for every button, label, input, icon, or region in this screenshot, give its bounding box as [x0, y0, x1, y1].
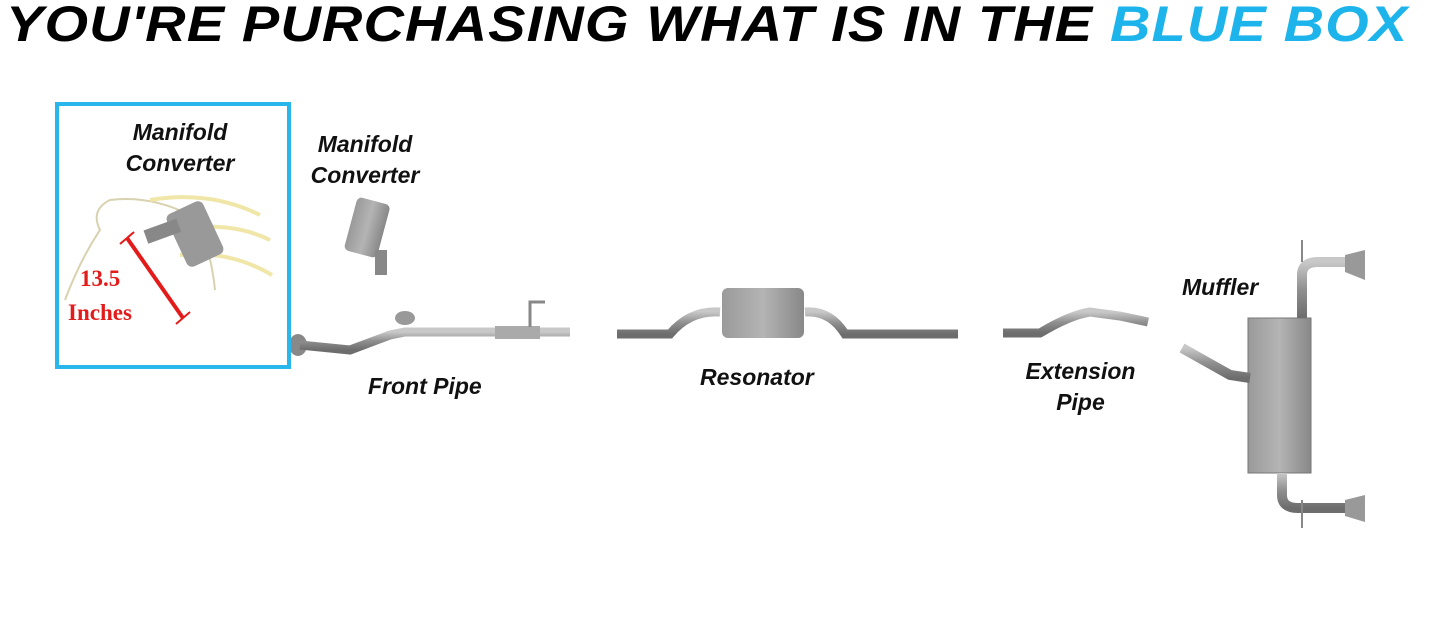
label-line: Manifold: [317, 131, 413, 157]
title-text: YOU'RE PURCHASING WHAT IS IN THE: [6, 0, 1094, 52]
part-label-extension-pipe: Extension Pipe: [1008, 356, 1153, 418]
extension-pipe-image: [1003, 307, 1149, 338]
selected-converter-image: [64, 195, 274, 325]
label-line: Extension: [1025, 358, 1136, 384]
part-label-front-pipe: Front Pipe: [368, 373, 482, 399]
selected-part-box: [55, 102, 291, 369]
measurement-unit: Inches: [68, 300, 132, 325]
label-line: Manifold: [132, 119, 228, 145]
label-line: Converter: [125, 150, 235, 176]
manifold-converter-image: [344, 197, 390, 275]
label-line: Converter: [310, 162, 420, 188]
label-line: Pipe: [1056, 389, 1105, 415]
part-label-resonator: Resonator: [700, 364, 814, 390]
part-label-muffler: Muffler: [1182, 274, 1259, 300]
front-pipe-image: [289, 300, 570, 356]
part-label-manifold-converter: Manifold Converter: [295, 129, 435, 191]
selected-part-label: Manifold Converter: [110, 117, 250, 179]
measurement-value: 13.5: [80, 266, 121, 291]
page-title: YOU'RE PURCHASING WHAT IS IN THE BLUE BO…: [6, 0, 1408, 50]
title-highlight: BLUE BOX: [1109, 0, 1409, 52]
muffler-image: [1179, 240, 1365, 528]
resonator-image: [617, 288, 958, 339]
